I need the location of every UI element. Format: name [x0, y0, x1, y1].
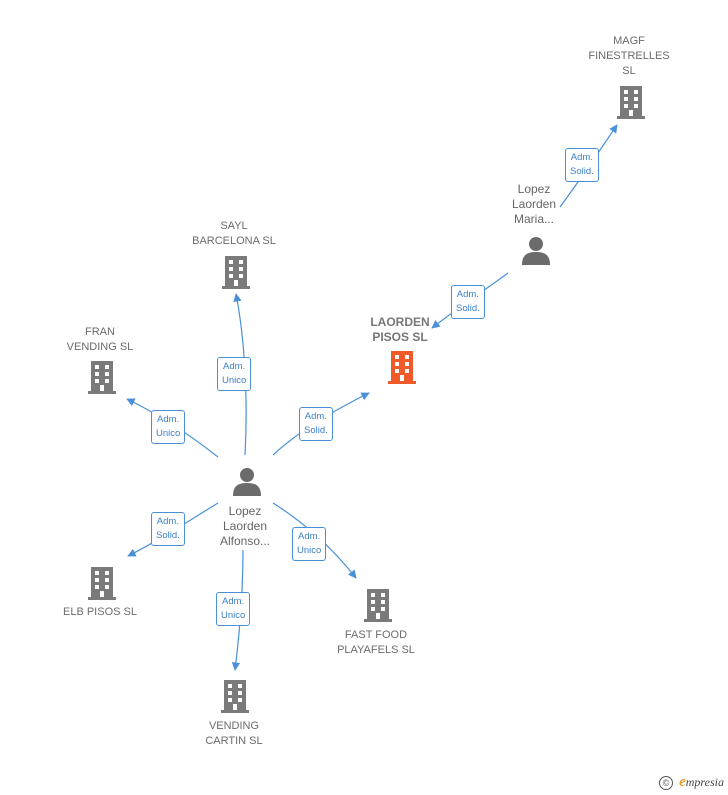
building-icon-fran[interactable]	[88, 361, 116, 394]
company-label-fastfood[interactable]: FAST FOOD PLAYAFELS SL	[337, 629, 415, 656]
footer-brand[interactable]: © empresia	[659, 774, 724, 791]
copyright-icon: ©	[659, 775, 674, 790]
relation-badge-alfonso-laorden[interactable]: Adm. Solid.	[299, 407, 333, 441]
building-icon-laorden[interactable]	[388, 351, 416, 384]
building-icon-elb[interactable]	[88, 567, 116, 600]
person-icon-maria[interactable]	[522, 237, 550, 265]
relation-badge-alfonso-elb[interactable]: Adm. Solid.	[151, 512, 185, 546]
relation-badge-maria-laorden[interactable]: Adm. Solid.	[451, 285, 485, 319]
company-label-fran[interactable]: FRAN VENDING SL	[66, 326, 134, 353]
relation-badge-maria-magf[interactable]: Adm. Solid.	[565, 148, 599, 182]
company-label-vending[interactable]: VENDING CARTIN SL	[205, 720, 263, 747]
building-icon-vending[interactable]	[221, 680, 249, 713]
brand-logo: empresia	[679, 774, 724, 790]
building-icon-sayl[interactable]	[222, 256, 250, 289]
company-label-sayl[interactable]: SAYL BARCELONA SL	[192, 220, 276, 247]
company-label-elb[interactable]: ELB PISOS SL	[63, 606, 137, 618]
relation-badge-alfonso-fastfood[interactable]: Adm. Unico	[292, 527, 327, 561]
relation-badge-alfonso-vending[interactable]: Adm. Unico	[216, 592, 251, 626]
relation-badge-alfonso-fran[interactable]: Adm. Unico	[151, 410, 186, 444]
person-label-alfonso[interactable]: Lopez Laorden Alfonso...	[219, 504, 271, 548]
company-label-magf[interactable]: MAGF FINESTRELLES SL	[588, 35, 670, 77]
building-icon-fastfood[interactable]	[364, 589, 392, 622]
company-label-laorden[interactable]: LAORDEN PISOS SL	[370, 315, 430, 344]
person-icon-alfonso[interactable]	[233, 468, 261, 496]
person-label-maria[interactable]: Lopez Laorden Maria...	[511, 182, 557, 226]
relation-badge-alfonso-sayl[interactable]: Adm. Unico	[217, 357, 252, 391]
building-icon-magf[interactable]	[617, 86, 645, 119]
